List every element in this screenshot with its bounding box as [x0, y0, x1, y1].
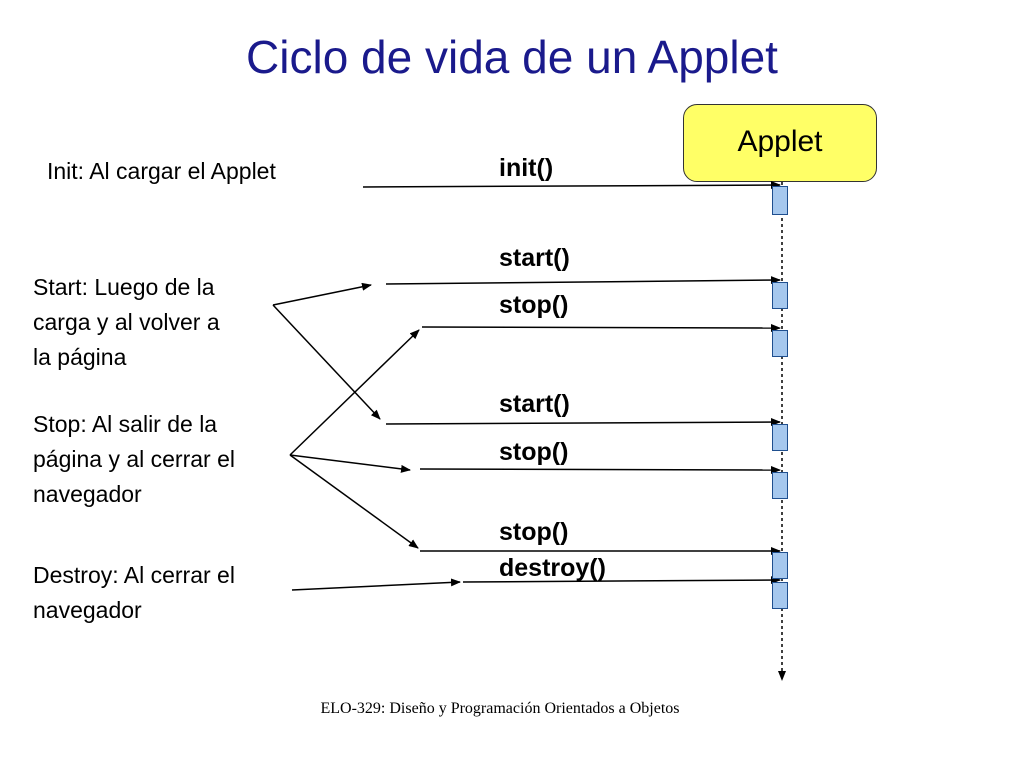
call-arrow-destroy [462, 576, 781, 585]
pointer-stop-to-stop3 [289, 454, 419, 549]
activation-init [772, 186, 788, 215]
call-arrow-start-2 [385, 418, 781, 427]
call-arrow-init [362, 181, 781, 190]
description-start: Start: Luego de la carga y al volver a l… [33, 274, 220, 370]
method-label-stop-1: stop() [499, 291, 569, 319]
applet-label: Applet [737, 125, 823, 158]
activation-stop-1 [772, 330, 788, 357]
description-stop: Stop: Al salir de la página y al cerrar … [33, 411, 235, 507]
pointer-start-to-start1 [272, 282, 372, 306]
pointer-start-to-start2 [272, 304, 381, 420]
method-label-start-1: start() [499, 244, 570, 272]
pointer-stop-to-stop2 [289, 454, 411, 473]
activation-start-2 [772, 424, 788, 451]
method-label-stop-3: stop() [499, 518, 569, 546]
applet-lifeline-box: Applet [683, 104, 877, 182]
description-init: Init: Al cargar el Applet [47, 158, 276, 184]
call-arrow-start-1 [385, 276, 781, 285]
activation-destroy [772, 582, 788, 609]
call-arrow-stop-2 [419, 465, 781, 474]
method-label-init: init() [499, 154, 554, 182]
footer-course: ELO-329: Diseño y Programación Orientado… [320, 700, 680, 717]
method-label-stop-2: stop() [499, 438, 569, 466]
method-label-start-2: start() [499, 390, 570, 418]
pointer-stop-to-stop1 [289, 329, 420, 456]
activation-stop-3 [772, 552, 788, 579]
pointer-destroy [291, 578, 461, 591]
description-destroy: Destroy: Al cerrar el navegador [33, 562, 235, 623]
call-arrow-stop-1 [421, 323, 781, 332]
activation-stop-2 [772, 472, 788, 499]
method-label-destroy: destroy() [499, 554, 606, 582]
activation-start-1 [772, 282, 788, 309]
page-title: Ciclo de vida de un Applet [246, 31, 778, 83]
